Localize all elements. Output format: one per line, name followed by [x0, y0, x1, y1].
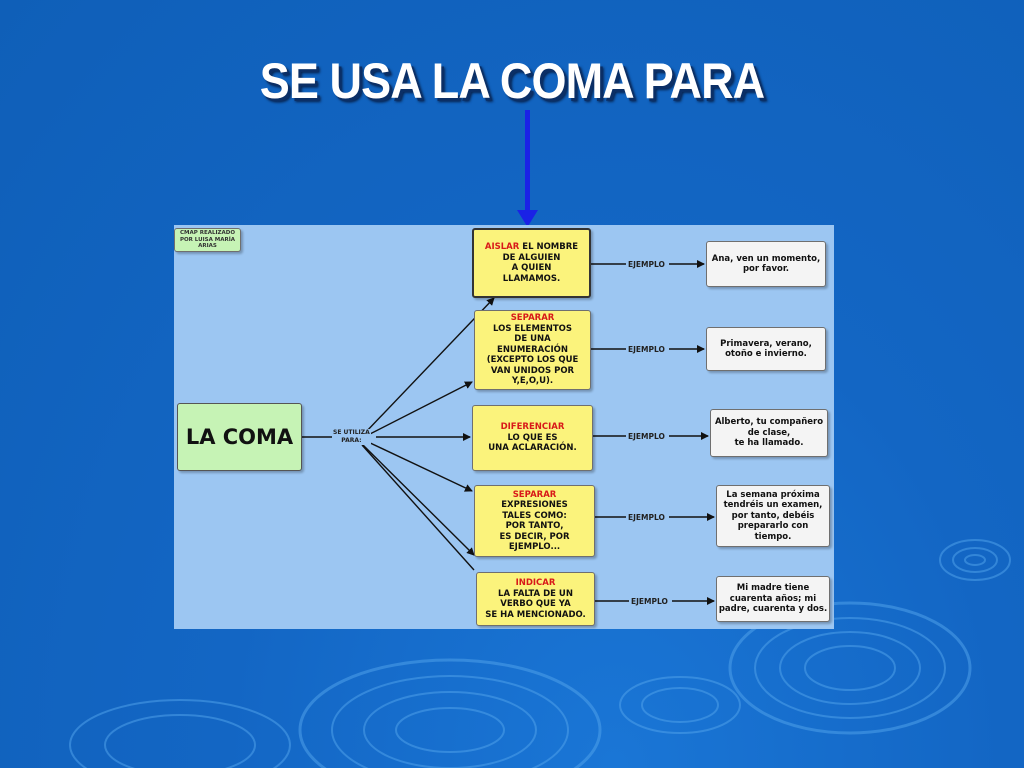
concept-map: CMAP REALIZADO POR LUISA MARÍA ARIAS LA …: [174, 225, 834, 629]
example-label: EJEMPLO: [627, 432, 666, 441]
credit-box: CMAP REALIZADO POR LUISA MARÍA ARIAS: [174, 228, 241, 252]
example-node: La semana próxima tendréis un examen, po…: [716, 485, 830, 547]
root-node: LA COMA: [177, 403, 302, 471]
link-label: SE UTILIZA PARA:: [332, 429, 371, 445]
use-node-separar-enumeracion: SEPARAR LOS ELEMENTOS DE UNA ENUMERACIÓN…: [474, 310, 591, 390]
use-node-indicar: INDICAR LA FALTA DE UN VERBO QUE YA SE H…: [476, 572, 595, 626]
example-node: Ana, ven un momento, por favor.: [706, 241, 826, 287]
example-label: EJEMPLO: [627, 260, 666, 269]
example-label: EJEMPLO: [630, 597, 669, 606]
example-label: EJEMPLO: [627, 513, 666, 522]
slide-title: SE USA LA COMA PARA: [259, 53, 765, 109]
use-node-separar-expresiones: SEPARAR EXPRESIONES TALES COMO: POR TANT…: [474, 485, 595, 557]
use-node-diferenciar: DIFERENCIAR LO QUE ES UNA ACLARACIÓN.: [472, 405, 593, 471]
use-node-aislar: AISLAR EL NOMBRE DE ALGUIEN A QUIEN LLAM…: [472, 228, 591, 298]
example-label: EJEMPLO: [627, 345, 666, 354]
example-node: Mi madre tiene cuarenta años; mi padre, …: [716, 576, 830, 622]
example-node: Primavera, verano, otoño e invierno.: [706, 327, 826, 371]
example-node: Alberto, tu compañero de clase, te ha ll…: [710, 409, 828, 457]
connector-lines: [302, 260, 715, 605]
